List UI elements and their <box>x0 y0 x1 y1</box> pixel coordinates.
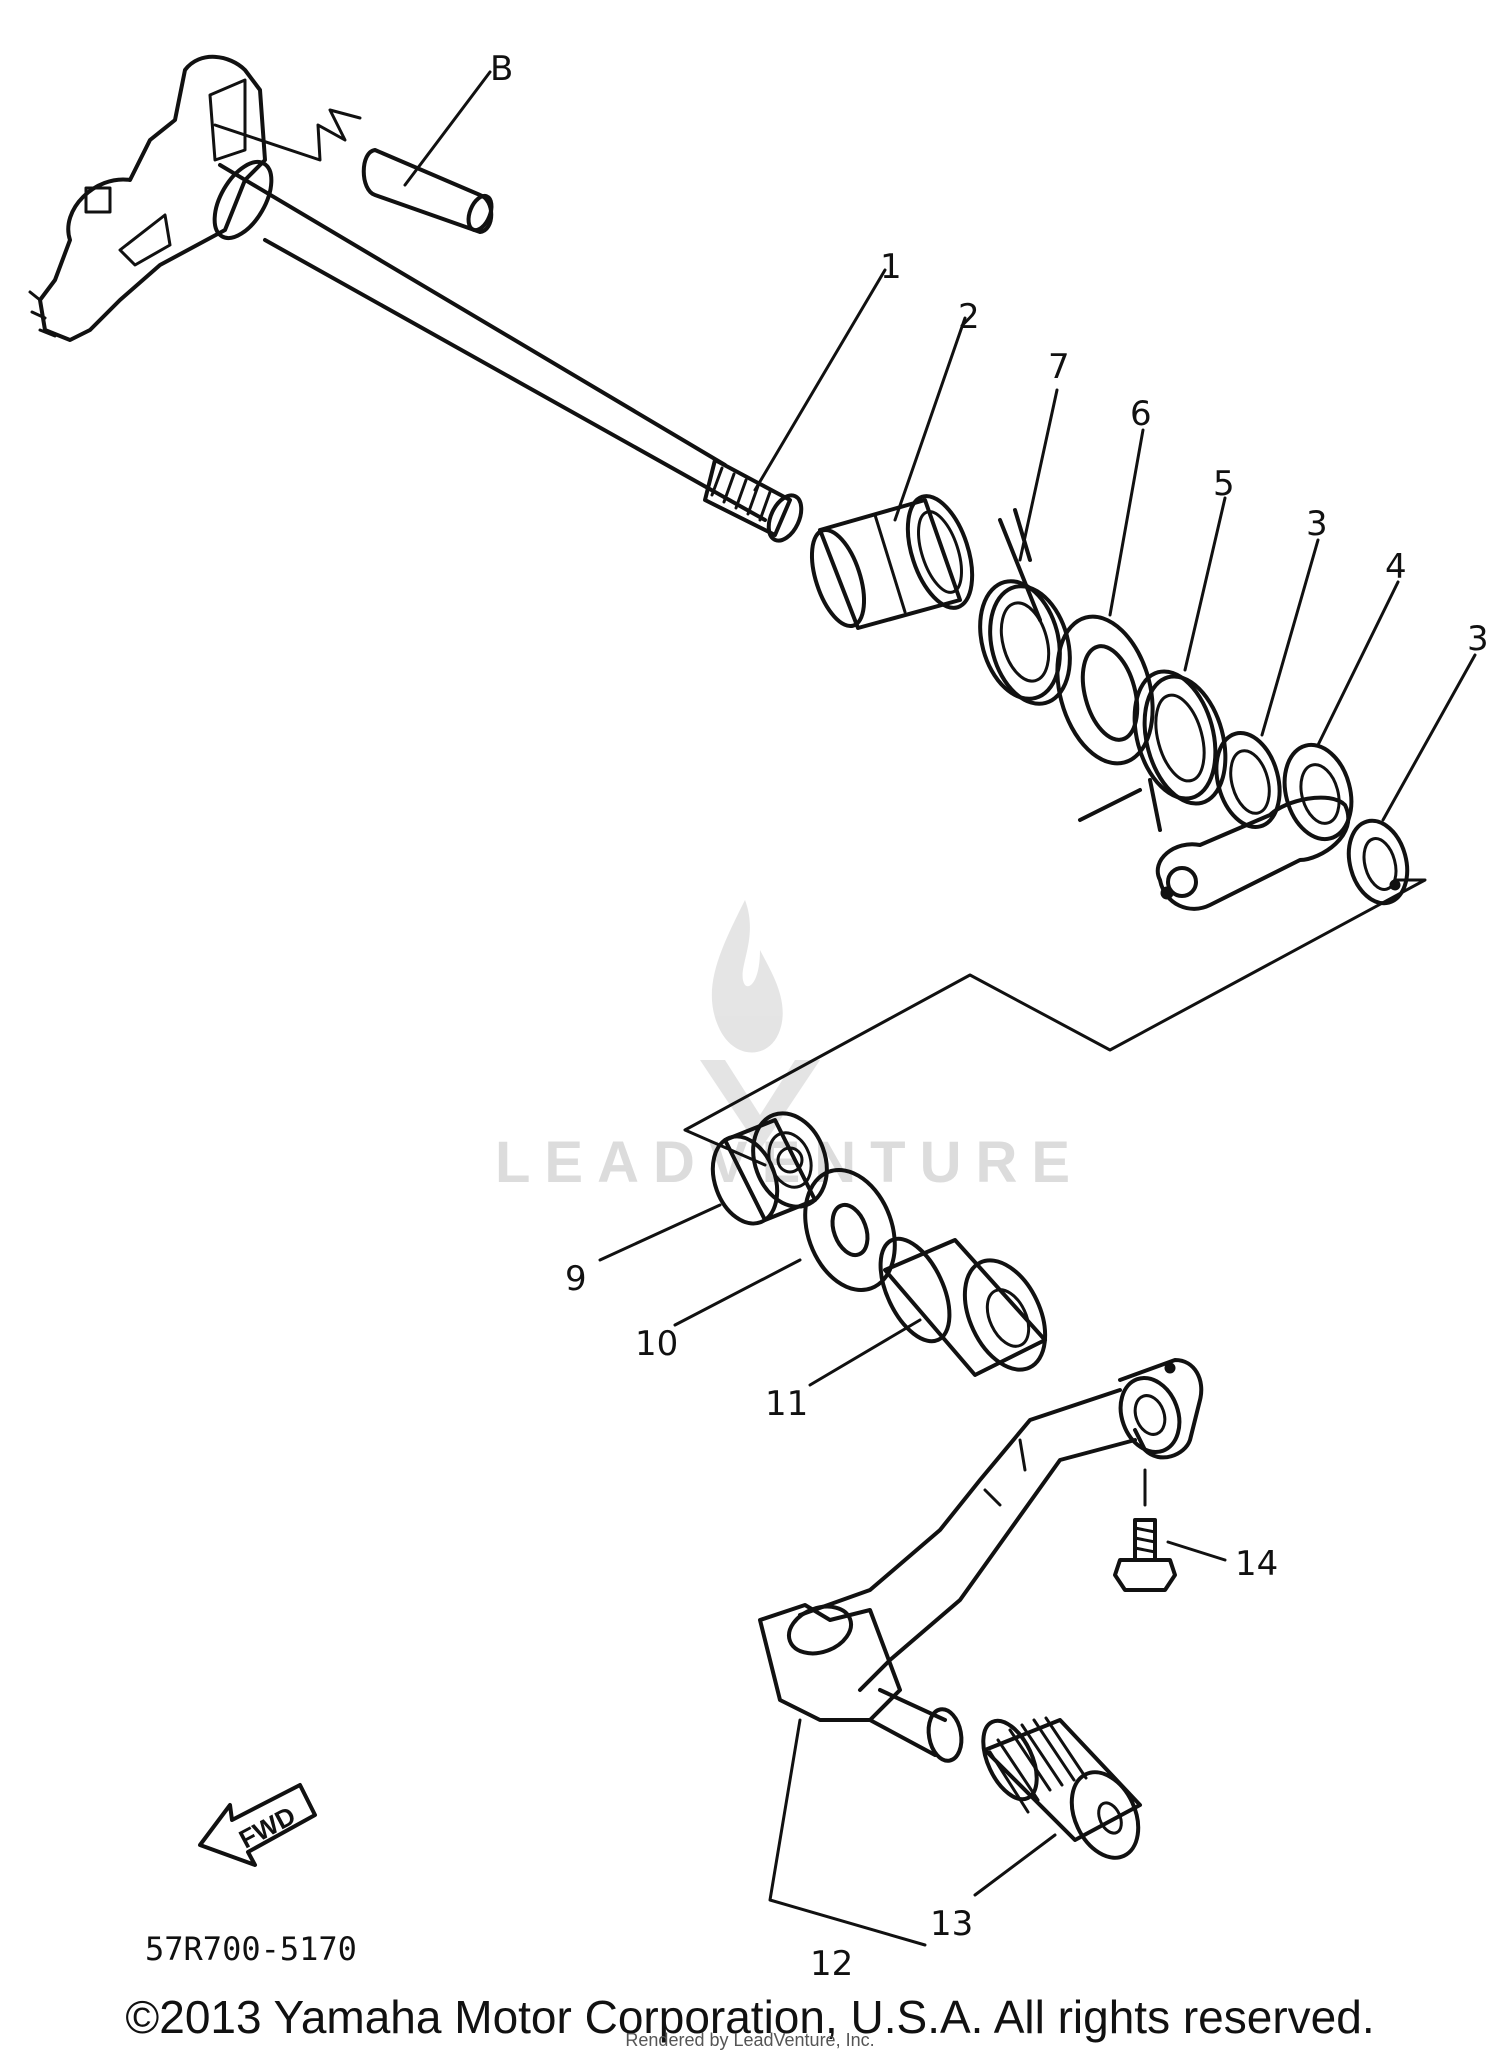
pedal-rubber <box>981 1716 1142 1860</box>
callout-3b: 3 <box>1467 619 1489 659</box>
leadventure-watermark: LEADVENTURE <box>495 900 1070 1195</box>
circlip-3b <box>1346 818 1410 906</box>
assembly-line-upper <box>683 878 1427 1167</box>
callout-13: 13 <box>930 1904 973 1944</box>
callout-12: 12 <box>810 1944 853 1984</box>
leader-lines <box>403 70 1477 1897</box>
fwd-label: FWD <box>234 1800 300 1854</box>
circlip-3a <box>1214 730 1282 830</box>
collar <box>809 494 975 630</box>
callout-9: 9 <box>565 1259 587 1299</box>
callout-4: 4 <box>1385 547 1407 587</box>
washer-10 <box>803 1167 897 1293</box>
callout-10: 10 <box>635 1324 678 1364</box>
shift-pedal <box>758 1358 1204 1763</box>
callout-11: 11 <box>765 1384 808 1424</box>
callout-3a: 3 <box>1306 504 1328 544</box>
fwd-arrow: FWD <box>198 1783 317 1867</box>
shaft-splines <box>703 458 804 543</box>
shift-arm <box>1155 742 1354 911</box>
callout-7: 7 <box>1048 347 1070 387</box>
callout-labels: B 1 2 7 6 5 3 4 3 9 10 11 14 13 12 <box>490 49 1489 1984</box>
bolt <box>1113 1468 1177 1592</box>
copyright-notice: ©2013 Yamaha Motor Corporation, U.S.A. A… <box>125 1991 1375 2043</box>
drawing-code: 57R700-5170 <box>145 1930 357 1968</box>
callout-6: 6 <box>1130 394 1152 434</box>
callout-14: 14 <box>1235 1544 1278 1584</box>
pin-detail-b <box>213 108 494 234</box>
callout-5: 5 <box>1213 464 1235 504</box>
callout-1: 1 <box>880 247 902 287</box>
bearing <box>710 1111 829 1226</box>
torsion-spring <box>1078 669 1228 832</box>
callout-2: 2 <box>958 297 980 337</box>
assembly-line-lower <box>768 1718 927 1947</box>
callout-b: B <box>490 49 513 89</box>
rendered-by-notice: Rendered by LeadVenture, Inc. <box>625 2030 875 2050</box>
shift-shaft <box>28 54 804 543</box>
sleeve <box>878 1236 1048 1377</box>
